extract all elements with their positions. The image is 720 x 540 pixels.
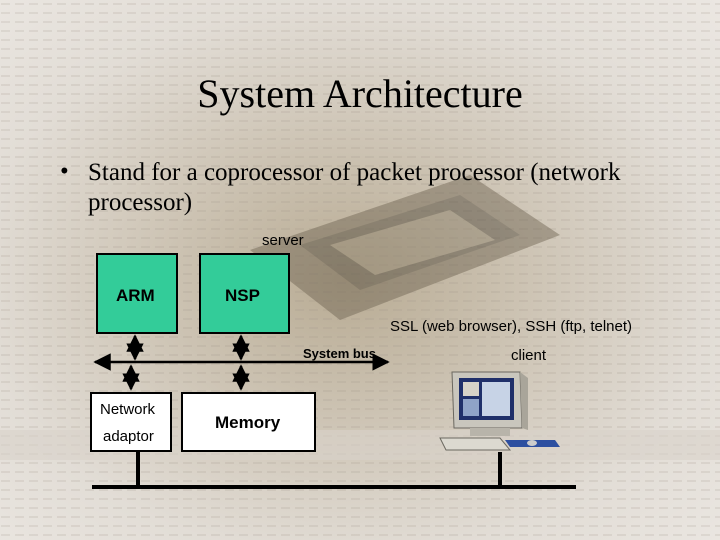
bullet-dot: • (60, 158, 69, 185)
desktop-computer-icon (439, 371, 560, 451)
system-bus-label: System bus (303, 346, 376, 361)
client-label: client (511, 347, 547, 364)
memory-label: Memory (215, 413, 281, 432)
network-adaptor-line1: Network (100, 401, 156, 418)
arm-label: ARM (116, 286, 155, 305)
nsp-label: NSP (225, 286, 260, 305)
chip-image (250, 175, 560, 320)
ssl-label: SSL (web browser), SSH (ftp, telnet) (390, 318, 633, 335)
network-adaptor-box: Network adaptor (90, 392, 172, 452)
slide-title: System Architecture (197, 71, 523, 116)
bullet-text: Stand for a coprocessor of packet proces… (88, 159, 621, 216)
server-label: server (262, 232, 304, 249)
memory-box: Memory (181, 392, 316, 452)
nsp-box: NSP (199, 253, 290, 334)
arm-box: ARM (96, 253, 178, 334)
network-adaptor-line2: adaptor (103, 428, 154, 445)
